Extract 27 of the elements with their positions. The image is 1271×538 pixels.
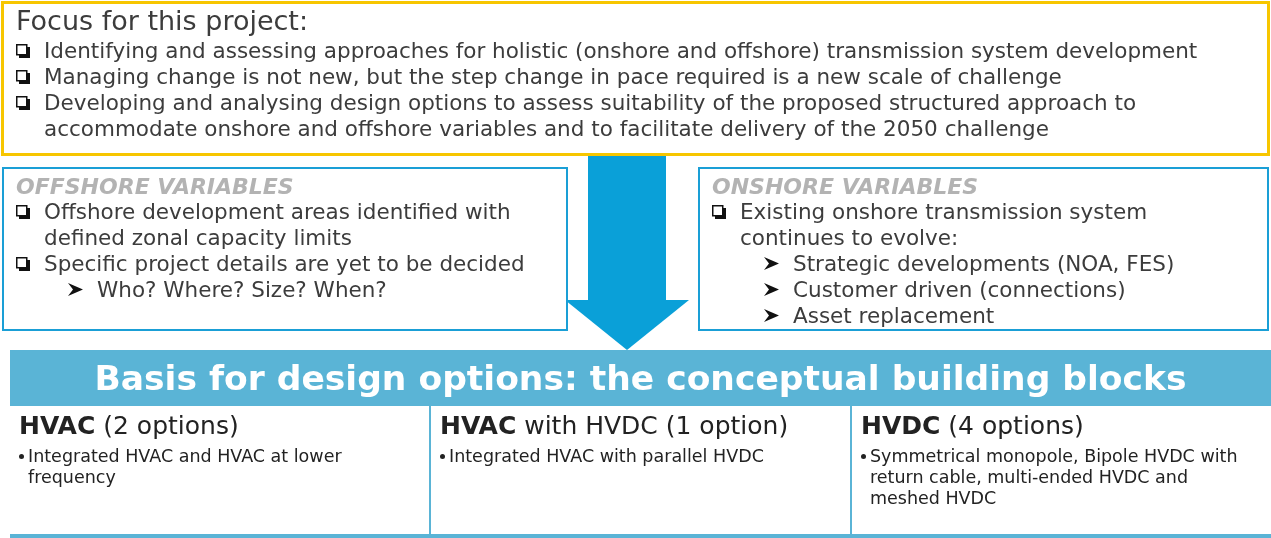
bullet-text: Existing onshore transmission system continues to evolve:: [740, 199, 1149, 251]
sub-bullet-text: Strategic developments (NOA, FES): [793, 251, 1175, 277]
option-panel: [852, 406, 1271, 534]
text-panel: [1, 1, 1270, 156]
option-panel: [10, 406, 429, 534]
option-panel: [431, 406, 850, 534]
option-heading: HVDC (4 options): [861, 410, 1085, 442]
sub-bullet-text: Asset replacement: [793, 303, 995, 329]
sub-bullet-text: Customer driven (connections): [793, 277, 1126, 303]
text-panel: [698, 167, 1269, 331]
bullet-text: Integrated HVAC and HVAC at lower frequency: [28, 446, 343, 488]
banner-panel: [10, 350, 1271, 538]
option-heading: HVAC (2 options): [19, 410, 240, 442]
bullet-text: Symmetrical monopole, Bipole HVDC with return cable, multi-ended HVDC and meshed HVDC: [870, 446, 1239, 509]
bullet-text: Managing change is not new, but the step change in pace required is a new scale of challenge: [44, 64, 1062, 90]
sub-bullet-text: Who? Where? Size? When?: [97, 277, 387, 303]
banner-title: Basis for design options: the conceptual building blocks: [93, 357, 1188, 400]
panel-heading: OFFSHORE VARIABLES: [16, 175, 295, 199]
text-panel: [2, 167, 568, 331]
panel-heading: Focus for this project:: [16, 4, 310, 38]
bullet-text: Integrated HVAC with parallel HVDC: [449, 446, 764, 467]
bullet-text: Developing and analysing design options to assess suitability of the proposed structured approach to accommodate onshore and offshore variables and to facilitate delivery of the 2050 challenge: [44, 90, 1138, 142]
bullet-text: Specific project details are yet to be decided: [44, 251, 525, 277]
bullet-text: Identifying and assessing approaches for holistic (onshore and offshore) transmission system development: [44, 38, 1198, 64]
option-heading: HVAC with HVDC (1 option): [440, 410, 790, 442]
bullet-text: Offshore development areas identified with defined zonal capacity limits: [44, 199, 512, 251]
panel-heading: ONSHORE VARIABLES: [712, 175, 980, 199]
